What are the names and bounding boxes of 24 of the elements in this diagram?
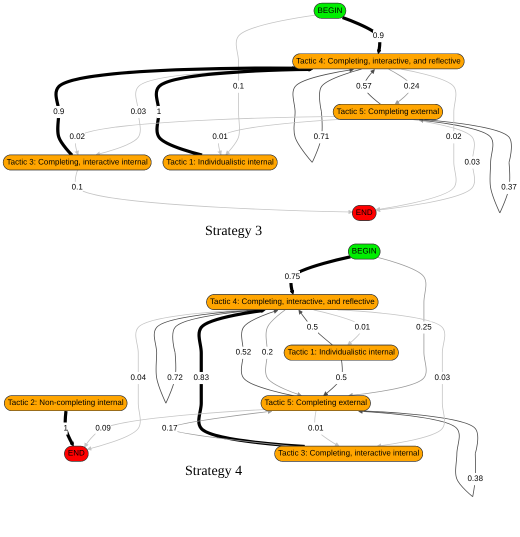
arrow <box>74 116 336 156</box>
arrow <box>265 310 302 396</box>
arrow <box>225 14 316 156</box>
arrow <box>298 310 334 346</box>
arrow <box>375 68 456 212</box>
arrow <box>348 257 427 398</box>
diagram-caption: Strategy 3 <box>205 224 262 240</box>
arrow <box>54 66 297 156</box>
arrow <box>358 409 478 498</box>
arrow <box>154 67 314 157</box>
arrow <box>292 68 362 163</box>
arrow <box>376 119 476 212</box>
arrow <box>74 170 353 214</box>
arrow <box>240 309 295 396</box>
arrow <box>84 409 265 448</box>
arrow <box>363 69 382 105</box>
arrow <box>342 16 382 54</box>
arrow <box>64 410 74 447</box>
arrow <box>217 119 340 156</box>
arrow <box>197 308 305 448</box>
arrow <box>418 118 512 214</box>
arrow <box>289 255 351 295</box>
arrow <box>323 360 343 396</box>
diagram-caption: Strategy 4 <box>185 464 242 480</box>
